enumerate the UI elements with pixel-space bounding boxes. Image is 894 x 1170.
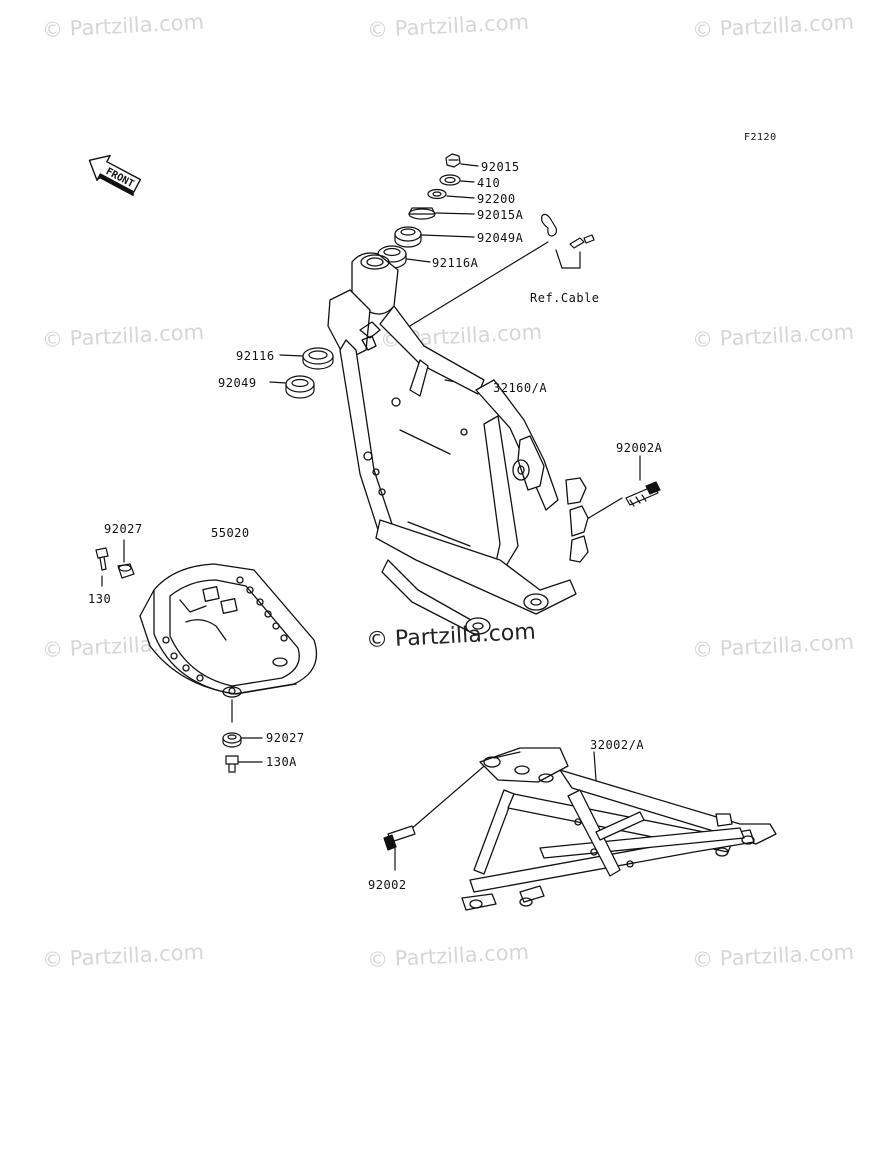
part-label-ref-cable[interactable]: Ref.Cable <box>530 291 600 305</box>
bolt-130-icon <box>95 547 109 571</box>
sub-frame-icon <box>461 747 777 911</box>
part-label-92049a[interactable]: 92049A <box>477 231 524 245</box>
main-frame-icon <box>327 252 589 635</box>
part-label-92015a[interactable]: 92015A <box>477 208 524 222</box>
part-label-92116[interactable]: 92116 <box>236 349 275 363</box>
part-label-130a[interactable]: 130A <box>266 755 297 769</box>
part-label-92002a[interactable]: 92002A <box>616 441 663 455</box>
steering-stack-icon <box>377 153 461 269</box>
part-label-32002[interactable]: 32002/A <box>590 738 645 752</box>
part-label-92015[interactable]: 92015 <box>481 160 520 174</box>
part-label-92002[interactable]: 92002 <box>368 878 407 892</box>
lower-bearing-icon <box>285 347 334 399</box>
bolt-92002-icon <box>383 825 416 851</box>
part-label-92027-lower[interactable]: 92027 <box>266 731 305 745</box>
cable-clip-icon <box>541 213 595 269</box>
part-label-92200[interactable]: 92200 <box>477 192 516 206</box>
figure-code: F2120 <box>744 132 777 143</box>
front-arrow-icon: FRONT <box>88 154 142 197</box>
washer-92027-icon <box>117 563 135 579</box>
part-label-32160[interactable]: 32160/A <box>493 381 548 395</box>
bolt-130a-icon <box>225 755 239 773</box>
part-label-55020[interactable]: 55020 <box>211 526 250 540</box>
skid-plate-icon <box>139 563 318 698</box>
part-label-92027[interactable]: 92027 <box>104 522 143 536</box>
washer-92027-lower-icon <box>222 732 242 748</box>
part-label-130[interactable]: 130 <box>88 592 112 606</box>
bolt-92002a-icon <box>625 481 661 507</box>
part-label-92116a[interactable]: 92116A <box>432 256 479 270</box>
part-label-410[interactable]: 410 <box>477 176 501 190</box>
part-label-92049[interactable]: 92049 <box>218 376 257 390</box>
